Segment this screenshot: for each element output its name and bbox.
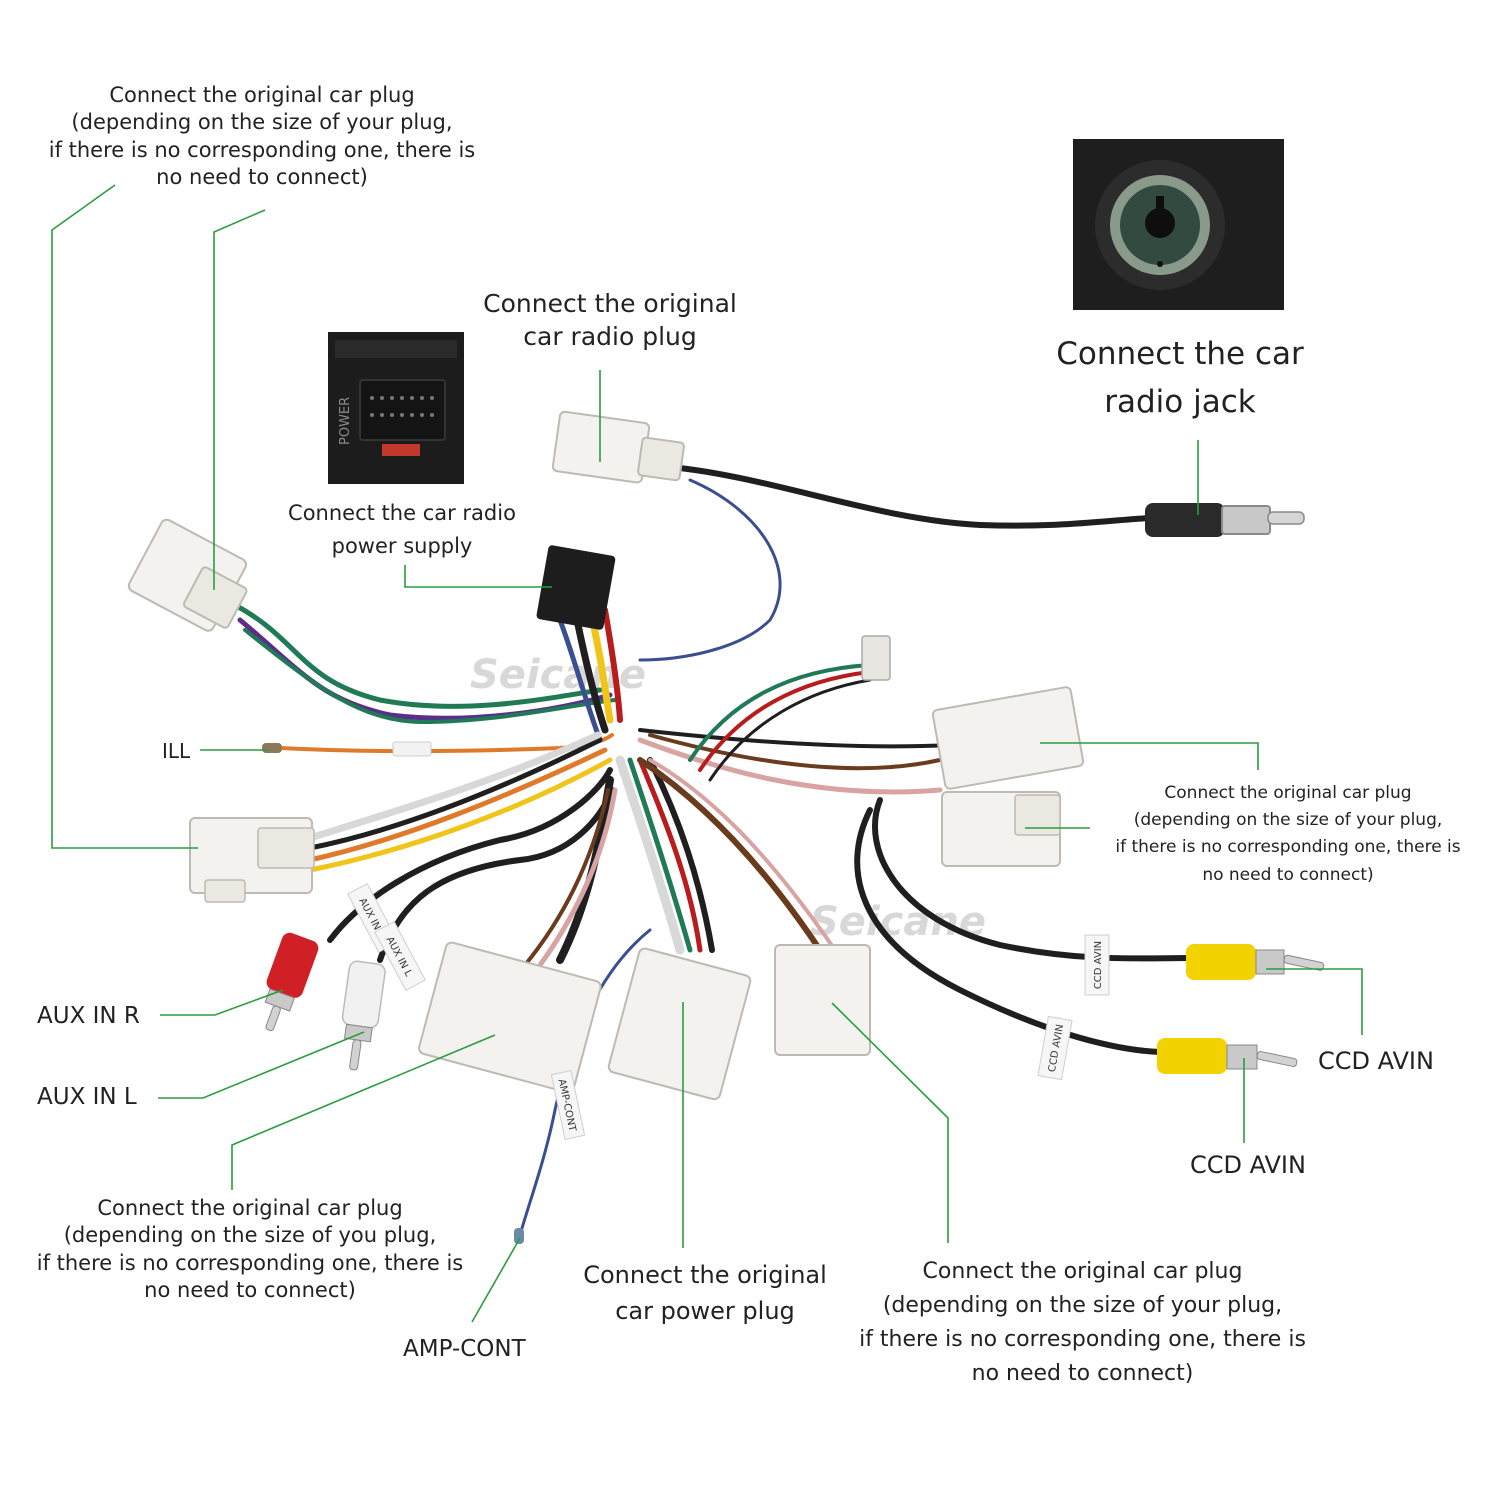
label-line: if there is no corresponding one, there …	[1115, 837, 1461, 858]
label-line: Connect the original car plug	[922, 1259, 1243, 1284]
left-connector	[189, 817, 315, 903]
leader-bottom-left	[231, 1034, 496, 1190]
label-line: power supply	[331, 533, 473, 558]
label-line: (depending on the size of your plug,	[71, 110, 453, 135]
label-line: if there is no corresponding one, there …	[36, 1250, 464, 1275]
bottom-left-connector	[418, 941, 602, 1094]
small-connector	[861, 635, 891, 681]
label-line: no need to connect)	[156, 164, 368, 189]
label-line: Connect the original	[583, 1261, 827, 1289]
label-line: Connect the original car plug	[1164, 783, 1412, 803]
leader-ccd-1	[1266, 968, 1363, 1035]
leader-amp	[471, 1237, 521, 1323]
label-top-left-plug: Connect the original car plug (depending…	[20, 82, 504, 191]
rca-red-plug	[264, 932, 319, 1032]
label-line: Connect the original car plug	[97, 1196, 403, 1220]
label-line: Connect the car radio	[288, 501, 516, 525]
label-amp: AMP-CONT	[403, 1336, 526, 1362]
rca-white-plug	[341, 960, 386, 1071]
label-line: radio jack	[1104, 384, 1256, 421]
leader-aux-l	[158, 1031, 365, 1099]
ccd-tag-1-text: CCD AVIN	[1093, 941, 1104, 989]
label-line: no need to connect)	[144, 1277, 356, 1302]
radio-plug-connector	[551, 410, 685, 484]
label-line: if there is no corresponding one, there …	[48, 137, 476, 162]
green-wire-1	[232, 602, 603, 709]
label-line: (depending on the size of your plug,	[882, 1293, 1283, 1319]
label-bottom-right-plug: Connect the original car plug (depending…	[830, 1255, 1335, 1391]
leader-top-left-2	[213, 209, 266, 590]
label-line: car power plug	[615, 1297, 795, 1325]
label-aux-l: AUX IN L	[37, 1084, 137, 1110]
aux-l-cable	[377, 787, 615, 963]
antenna-cable	[677, 465, 1153, 529]
leader-aux-r	[160, 989, 284, 1016]
label-line: no need to connect)	[1202, 864, 1374, 885]
ccd-cable-2	[854, 807, 1163, 1055]
top-left-connector	[127, 518, 248, 632]
power-port-photo: POWER	[328, 332, 464, 484]
power-connector	[536, 545, 616, 630]
bottom-right-connector	[774, 944, 871, 1056]
right-lower-connector	[941, 791, 1061, 867]
rca-yellow-plug-1	[1186, 944, 1325, 980]
label-power-plug: Connect the original car power plug	[560, 1257, 850, 1329]
label-line: no need to connect)	[971, 1361, 1194, 1387]
label-ccd-1: CCD AVIN	[1318, 1047, 1434, 1075]
green-wire-2	[243, 628, 617, 725]
label-line: (depending on the size of your plug,	[1133, 810, 1443, 831]
rca-yellow-plug-2	[1157, 1038, 1298, 1074]
label-power-supply: Connect the car radio power supply	[262, 497, 542, 562]
label-bottom-left-plug: Connect the original car plug (depending…	[15, 1195, 485, 1304]
ill-tip	[262, 743, 282, 753]
label-line: if there is no corresponding one, there …	[859, 1327, 1306, 1353]
right-upper-connector	[931, 686, 1085, 790]
radio-jack-photo	[1073, 139, 1284, 310]
ill-tag	[392, 741, 432, 757]
label-ccd-2: CCD AVIN	[1190, 1151, 1306, 1179]
blue-wire	[638, 478, 782, 662]
antenna-connector	[1145, 503, 1305, 537]
leader-power	[404, 565, 552, 588]
ccd-tag-2: CCD AVIN	[1037, 1015, 1073, 1081]
amp-wire	[518, 928, 652, 1237]
amp-tag: AMP-CONT	[550, 1070, 586, 1140]
leader-lines	[51, 184, 1363, 1323]
label-line: Connect the car	[1056, 336, 1304, 372]
leader-right-upper	[1040, 742, 1259, 770]
power-plug-connector	[607, 947, 752, 1101]
label-radio-plug: Connect the original car radio plug	[460, 288, 760, 353]
amp-tip	[514, 1228, 524, 1244]
label-line: (depending on the size of you plug,	[63, 1223, 437, 1248]
power-port-text: POWER	[338, 397, 353, 445]
label-right-plug: Connect the original car plug (depending…	[1088, 780, 1488, 889]
label-ill: ILL	[162, 739, 191, 763]
label-aux-r: AUX IN R	[37, 1003, 140, 1029]
label-line: car radio plug	[523, 321, 697, 351]
ccd-cable-1	[872, 797, 1193, 962]
label-line: Connect the original	[483, 289, 737, 318]
ccd-tag-1: CCD AVIN	[1084, 934, 1110, 996]
label-line: Connect the original car plug	[109, 83, 415, 107]
label-radio-jack: Connect the car radio jack	[1030, 330, 1330, 426]
leader-top-left-1	[51, 184, 198, 849]
leader-bottom-right	[831, 1002, 949, 1243]
watermark-2: Seicane	[810, 899, 986, 945]
